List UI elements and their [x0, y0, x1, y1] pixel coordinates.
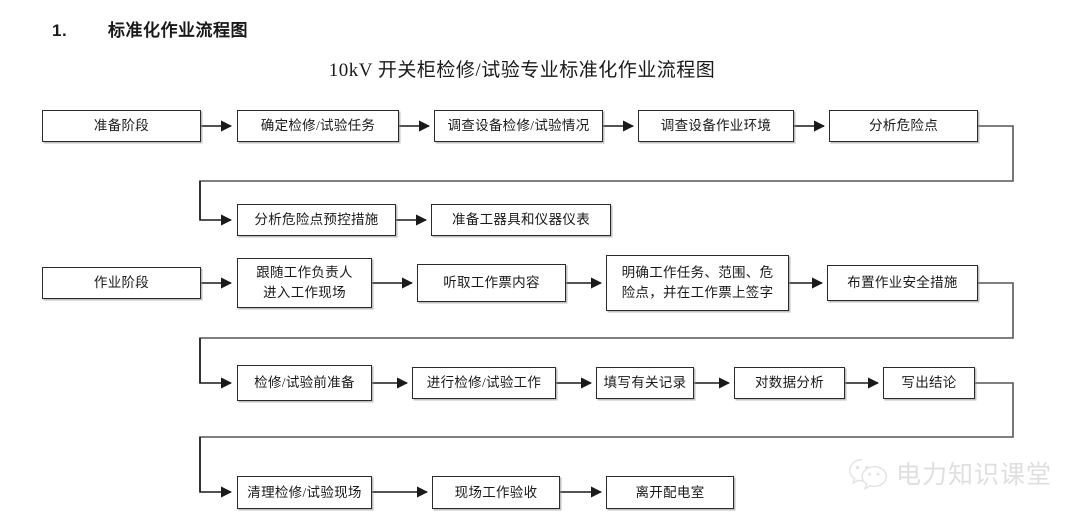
node-分析危险点预控措施[interactable]: 分析危险点预控措施: [237, 204, 396, 236]
node-label: 清理检修/试验现场: [247, 484, 362, 500]
document-title-text: 10kV 开关柜检修/试验专业标准化作业流程图: [328, 60, 716, 81]
watermark-text: 电力知识课堂: [896, 462, 1053, 489]
node-准备阶段[interactable]: 准备阶段: [42, 110, 201, 142]
node-现场工作验收[interactable]: 现场工作验收: [432, 476, 560, 509]
node-label: 对数据分析: [755, 375, 824, 391]
node-作业阶段[interactable]: 作业阶段: [42, 267, 201, 299]
section-heading: 1. 标准化作业流程图: [52, 16, 248, 41]
node-label: 检修/试验前准备: [254, 375, 355, 391]
node-进行检修试验工作[interactable]: 进行检修/试验工作: [412, 367, 556, 399]
section-number: 1.: [52, 21, 68, 40]
node-label-line1: 明确工作任务、范围、危: [621, 265, 774, 281]
node-label: 准备阶段: [93, 118, 150, 134]
node-label: 进行检修/试验工作: [426, 375, 542, 391]
wechat-icon: [848, 458, 888, 490]
node-label: 作业阶段: [93, 275, 150, 291]
node-调查设备作业环境[interactable]: 调查设备作业环境: [638, 110, 794, 142]
node-label: 写出结论: [901, 375, 957, 391]
node-label: 听取工作票内容: [443, 275, 540, 291]
node-label: 分析危险点: [869, 118, 938, 134]
node-填写有关记录[interactable]: 填写有关记录: [596, 367, 694, 399]
node-label: 现场工作验收: [454, 484, 538, 500]
node-跟随工作负责人进入工作现场[interactable]: 跟随工作负责人 进入工作现场: [237, 258, 372, 308]
node-label: 调查设备检修/试验情况: [447, 118, 590, 134]
node-布置作业安全措施[interactable]: 布置作业安全措施: [827, 265, 978, 301]
node-离开配电室[interactable]: 离开配电室: [606, 476, 734, 509]
node-准备工器具和仪器仪表[interactable]: 准备工器具和仪器仪表: [431, 204, 611, 236]
node-分析危险点[interactable]: 分析危险点: [829, 110, 978, 142]
watermark: 电力知识课堂: [848, 455, 1052, 491]
node-明确工作任务范围危险点并在工作票上签字[interactable]: 明确工作任务、范围、危 险点，并在工作票上签字: [606, 255, 789, 311]
node-调查设备检修试验情况[interactable]: 调查设备检修/试验情况: [434, 110, 603, 142]
node-清理检修试验现场[interactable]: 清理检修/试验现场: [237, 476, 372, 509]
node-label: 填写有关记录: [603, 375, 687, 391]
node-label: 确定检修/试验任务: [260, 118, 376, 134]
node-label: 布置作业安全措施: [847, 275, 958, 291]
node-label: 准备工器具和仪器仪表: [452, 212, 590, 228]
node-对数据分析[interactable]: 对数据分析: [734, 367, 845, 399]
node-label-line2: 进入工作现场: [263, 285, 346, 300]
node-写出结论[interactable]: 写出结论: [883, 367, 975, 399]
document-title: 10kV 开关柜检修/试验专业标准化作业流程图: [0, 55, 1080, 82]
node-确定检修试验任务[interactable]: 确定检修/试验任务: [237, 110, 399, 142]
node-label-line2: 险点，并在工作票上签字: [621, 285, 774, 300]
node-label: 分析危险点预控措施: [254, 212, 379, 228]
node-label: 离开配电室: [635, 484, 705, 500]
node-检修试验前准备[interactable]: 检修/试验前准备: [237, 365, 372, 401]
node-label-line1: 跟随工作负责人: [256, 265, 353, 281]
node-label: 调查设备作业环境: [660, 118, 772, 134]
section-title: 标准化作业流程图: [108, 21, 248, 40]
node-听取工作票内容[interactable]: 听取工作票内容: [417, 264, 566, 302]
